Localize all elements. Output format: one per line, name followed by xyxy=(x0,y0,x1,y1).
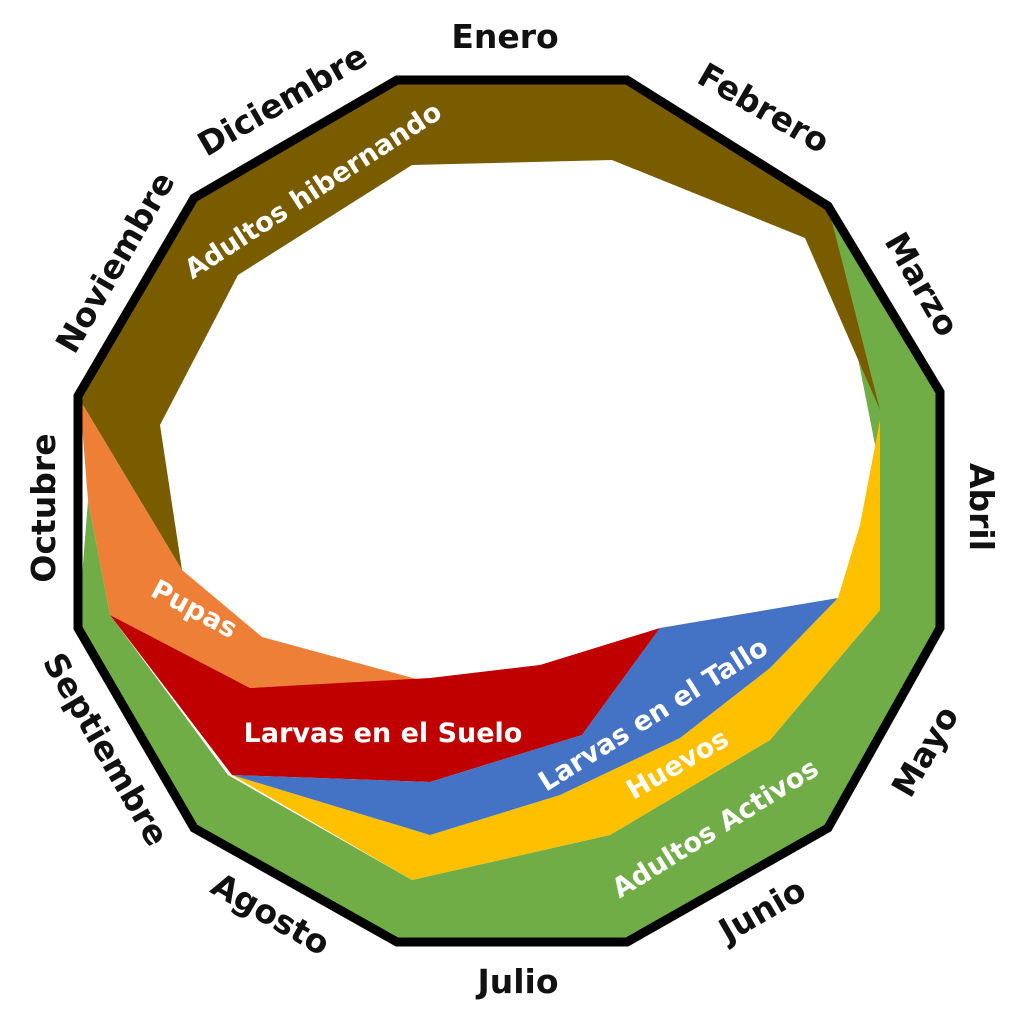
month-label-julio: Julio xyxy=(475,962,558,1001)
stage-label-larvas-suelo: Larvas en el Suelo xyxy=(244,718,523,749)
band-larvas-tallo xyxy=(232,598,838,835)
band-huevos xyxy=(232,420,880,880)
band-adultos-hibernando xyxy=(80,80,880,570)
outline-dodecagon xyxy=(73,75,945,947)
month-label-enero: Enero xyxy=(451,17,558,56)
band-larvas-suelo xyxy=(110,615,660,782)
month-label-abril: Abril xyxy=(962,463,1001,551)
month-label-octubre: Octubre xyxy=(24,433,63,582)
band-pupas xyxy=(80,400,420,688)
band-adultos-activos xyxy=(78,206,940,942)
